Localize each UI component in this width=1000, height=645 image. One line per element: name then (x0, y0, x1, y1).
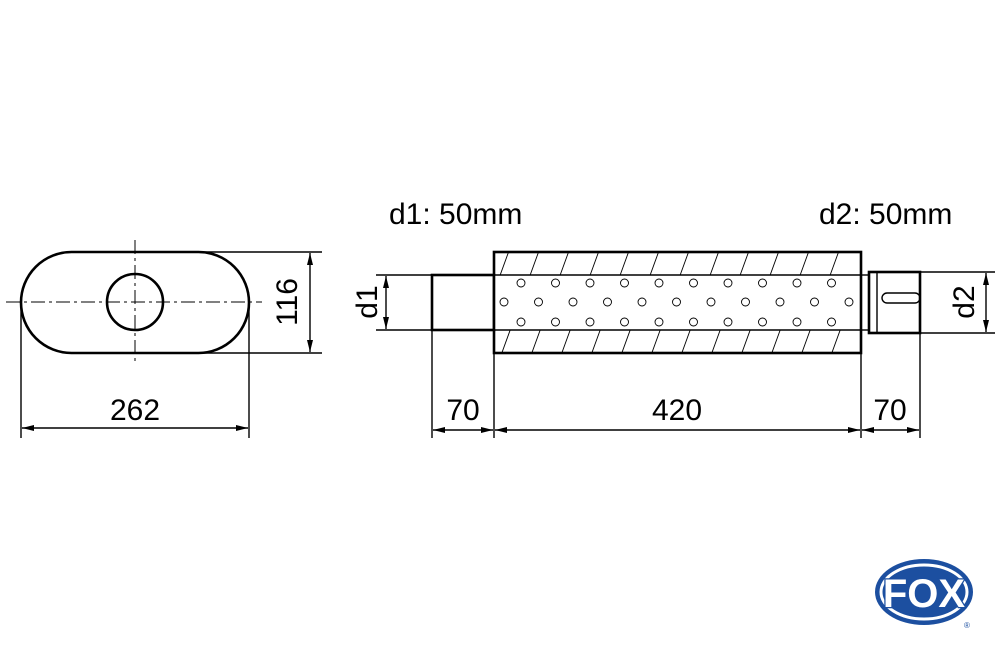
logo-text: FOX (883, 572, 966, 616)
perforation-hole (810, 297, 819, 307)
perforation-hole (654, 278, 664, 288)
perforation-hole (723, 278, 733, 288)
d1-spec-label: d1: 50mm (389, 198, 522, 231)
perforation-hole (775, 297, 785, 307)
perforation-hole (603, 297, 612, 307)
d2-spec-label: d2: 50mm (819, 198, 952, 231)
perforation-hole (499, 297, 509, 307)
body-outline (492, 250, 863, 355)
muffler-body (492, 250, 863, 355)
perforation-hole (551, 317, 560, 327)
perforation-holes (499, 278, 854, 327)
perforation-hole (723, 317, 733, 327)
outlet-pipe (861, 270, 922, 335)
width-label: 262 (110, 394, 160, 427)
perforation-hole (689, 278, 698, 288)
hatch-line (494, 252, 510, 294)
d1-dimension-label: d1 (351, 285, 384, 318)
body-length-label: 420 (652, 394, 702, 427)
outlet-slot (881, 292, 921, 304)
perforation-hole (516, 278, 526, 288)
d2-dimension-label: d2 (948, 285, 981, 318)
perforation-hole (706, 297, 716, 307)
perforation-hole (620, 317, 629, 327)
outlet-pipe-outline (867, 270, 922, 335)
perforation-hole (827, 278, 836, 288)
outlet-length-label: 70 (873, 394, 906, 427)
perforation-hole (844, 297, 854, 307)
perforation-hole (654, 317, 664, 327)
perforation-hole (585, 278, 595, 288)
side-view: d1: 50mm d2: 50mm d1 d2 (351, 198, 995, 438)
perforation-hole (792, 278, 802, 288)
perforation-hole (568, 297, 578, 307)
logo-registered-mark: ® (964, 621, 970, 630)
logo-outer-ellipse (875, 559, 973, 625)
perforation-hole (741, 297, 750, 307)
perforated-tube-area (494, 275, 861, 330)
fox-logo: FOX ® (875, 559, 973, 630)
perforation-hole (758, 317, 767, 327)
perforation-hole (758, 278, 767, 288)
logo-ring (879, 563, 969, 621)
perforation-hole (516, 317, 526, 327)
perforation-hole (827, 317, 836, 327)
height-label: 116 (271, 278, 304, 326)
perforation-hole (637, 297, 647, 307)
perforation-hole (689, 317, 698, 327)
perforation-hole (620, 278, 629, 288)
perforation-hole (534, 297, 543, 307)
perforation-hole (551, 278, 560, 288)
inlet-length-label: 70 (446, 394, 479, 427)
end-view: 262 116 (6, 240, 322, 438)
perforation-hole (585, 317, 595, 327)
inlet-pipe (430, 273, 496, 332)
perforation-hole (672, 297, 681, 307)
perforation-hole (792, 317, 802, 327)
